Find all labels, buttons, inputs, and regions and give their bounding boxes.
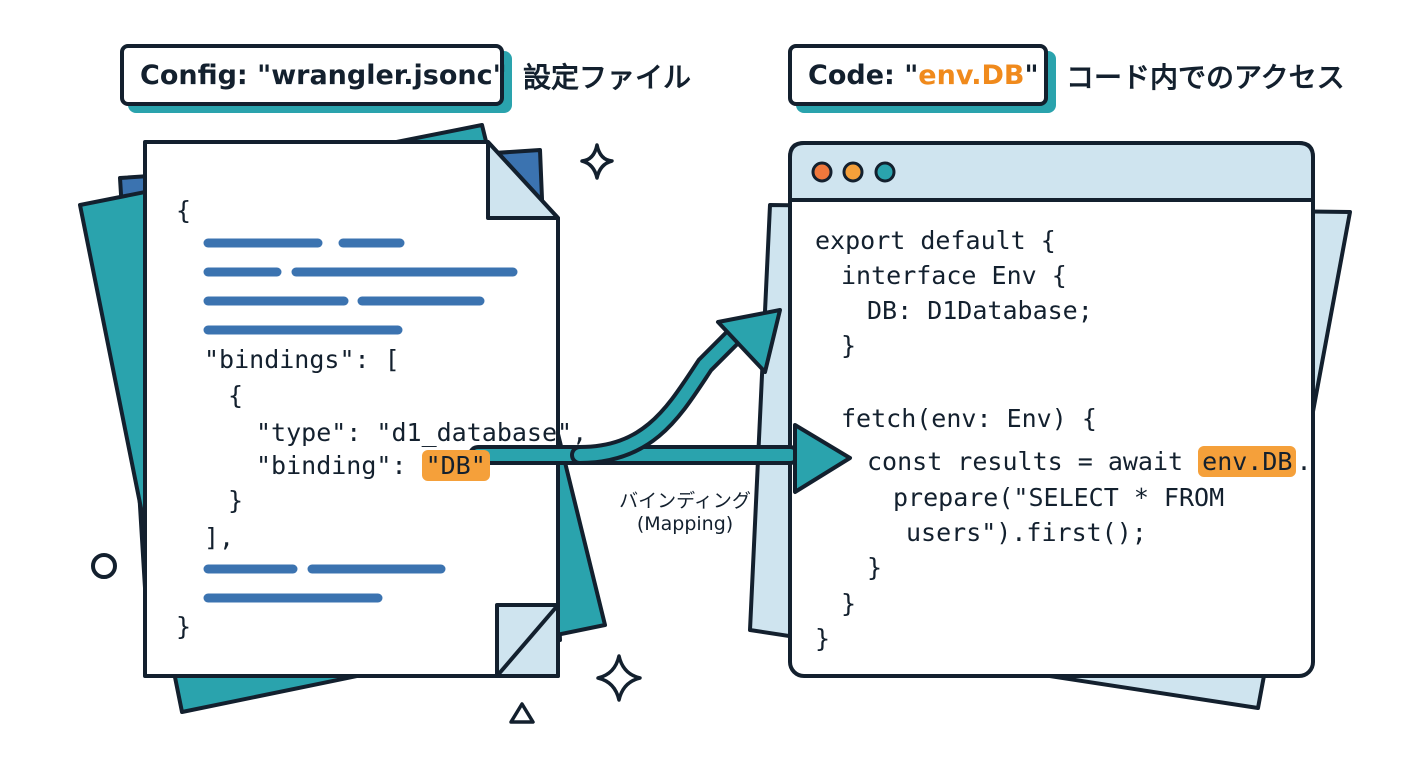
code-line-5: fetch(env: Env) { — [841, 404, 1097, 433]
window-dot-red — [811, 161, 833, 183]
sparkle-icon — [580, 143, 614, 180]
code-line-8: users").first(); — [906, 518, 1147, 547]
binding-db-highlight: "DB" — [421, 450, 490, 481]
code-line-11: } — [815, 624, 831, 653]
mapping-label-en: (Mapping) — [636, 513, 734, 535]
config-open-brace: { — [176, 196, 192, 225]
config-obj-close: } — [228, 486, 244, 515]
config-bindings-key: "bindings": [ — [204, 345, 400, 374]
window-dot-teal — [874, 161, 896, 183]
code-line-3: DB: D1Database; — [867, 296, 1093, 325]
mapping-arrow — [468, 308, 852, 494]
code-label-suffix: " — [1024, 59, 1039, 91]
mapping-label-jp: バインディング — [619, 490, 751, 512]
config-type-line: "type": "d1_database", — [256, 418, 588, 447]
code-line-2: interface Env { — [841, 261, 1067, 290]
config-obj-open: { — [228, 381, 244, 410]
window-dot-orange — [842, 161, 864, 183]
code-label-accent: env.DB — [918, 59, 1025, 91]
config-label-file: "wrangler.jsonc" — [257, 59, 507, 91]
code-caption: コード内でのアクセス — [1066, 61, 1345, 94]
config-caption: 設定ファイル — [523, 61, 692, 94]
config-placeholder-lines — [203, 238, 518, 603]
code-line-4: } — [841, 331, 857, 360]
code-line-6-prefix: const results = await — [867, 447, 1199, 476]
sparkle-icon — [596, 654, 642, 702]
config-label-prefix: Config: — [140, 59, 258, 91]
circle-decoration-icon — [91, 553, 117, 579]
mapping-label: バインディング (Mapping) — [605, 486, 765, 535]
code-label-box: Code: "env.DB" — [788, 44, 1048, 106]
triangle-decoration-icon — [509, 702, 535, 724]
env-db-highlight: env.DB — [1198, 446, 1297, 477]
code-line-7: prepare("SELECT * FROM — [893, 483, 1225, 512]
code-window-titlebar — [788, 141, 1315, 202]
code-line-10: } — [841, 589, 857, 618]
code-line-1: export default { — [815, 226, 1056, 255]
code-line-6: const results = await env.DB. — [867, 446, 1312, 477]
code-label-prefix: Code: " — [808, 59, 919, 91]
code-line-9: } — [867, 553, 883, 582]
config-close-brace: } — [176, 612, 192, 641]
config-array-close: ], — [204, 523, 235, 552]
page-fold-corner — [486, 140, 560, 220]
config-label-box: Config: "wrangler.jsonc" — [120, 44, 507, 106]
config-binding-line: "binding": "DB" — [256, 450, 490, 481]
config-binding-key: "binding": — [256, 451, 422, 480]
code-line-6-suffix: . — [1296, 447, 1312, 476]
